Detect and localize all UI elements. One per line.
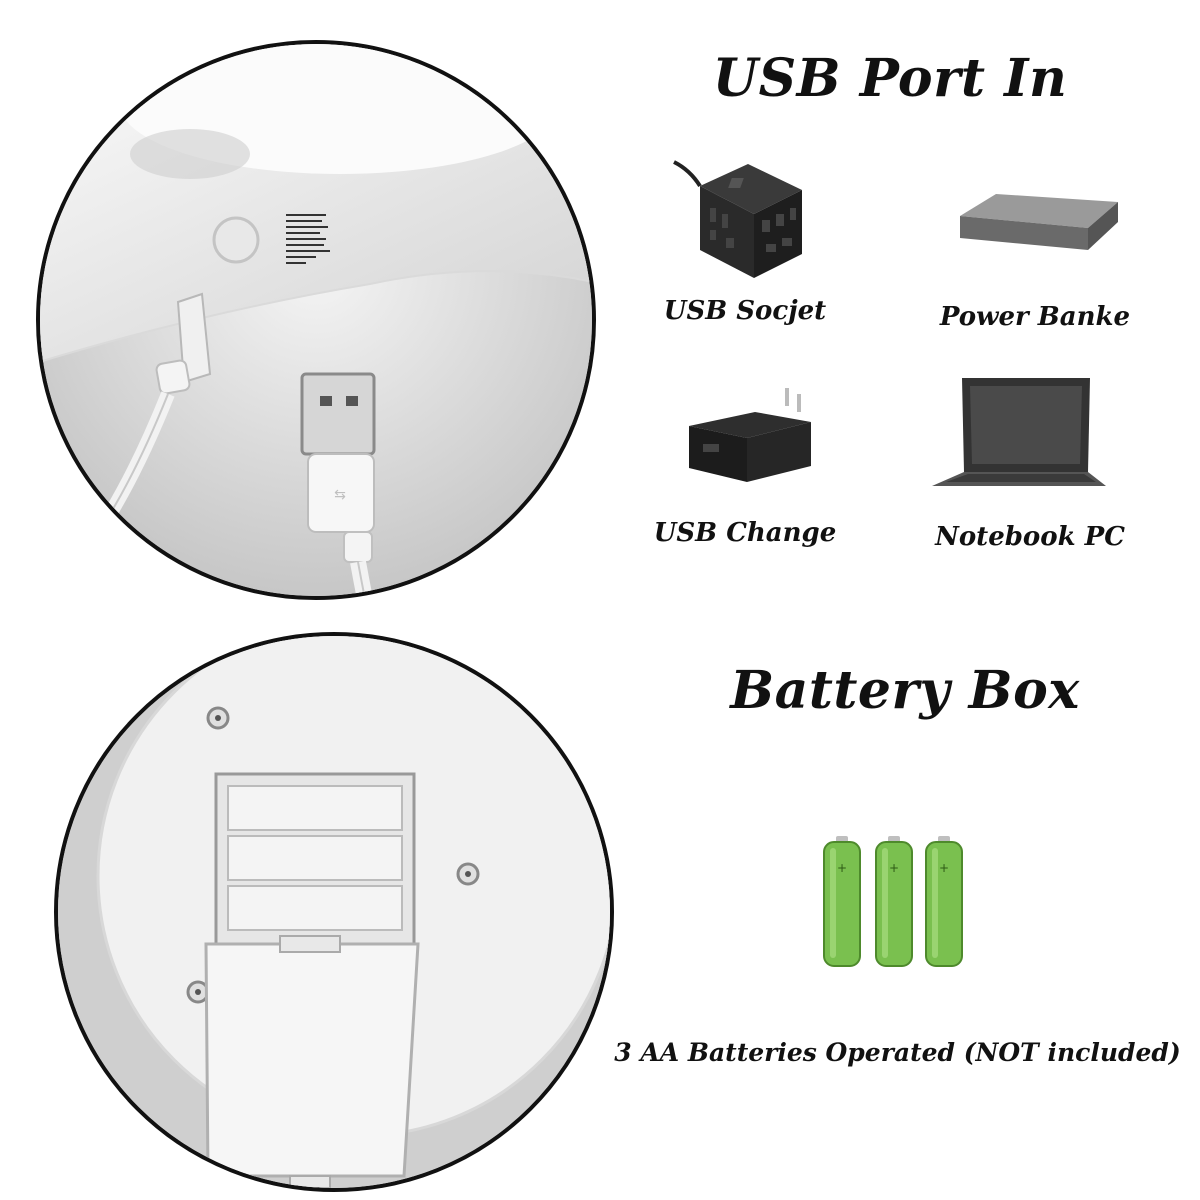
usb-adapter-icon — [685, 382, 815, 496]
power-bank-icon — [952, 186, 1122, 270]
battery-section-title: Battery Box — [730, 660, 1080, 721]
usb-charger-label: USB Change — [653, 518, 837, 548]
power-bank-label: Power Banke — [939, 302, 1131, 332]
usb-cable-photo: ⇆ — [36, 40, 596, 600]
aa-battery-icon: + — [822, 836, 862, 972]
usb-socket-label: USB Socjet — [663, 296, 827, 326]
battery-caption: 3 AA Batteries Operated (NOT included) — [614, 1038, 1181, 1067]
laptop-icon — [928, 374, 1108, 498]
usb-cable-icon: ⇆ — [40, 44, 592, 596]
battery-compartment-photo — [54, 632, 614, 1192]
svg-text:⇆: ⇆ — [334, 487, 346, 503]
battery-compartment-icon — [58, 636, 610, 1188]
svg-text:+: + — [837, 861, 847, 875]
aa-battery-icon: + — [874, 836, 914, 972]
notebook-pc-label: Notebook PC — [935, 522, 1125, 552]
power-strip-icon — [670, 150, 810, 289]
svg-text:+: + — [889, 861, 899, 875]
aa-battery-icon: + — [924, 836, 964, 972]
svg-text:+: + — [939, 861, 949, 875]
usb-section-title: USB Port In — [712, 48, 1068, 109]
